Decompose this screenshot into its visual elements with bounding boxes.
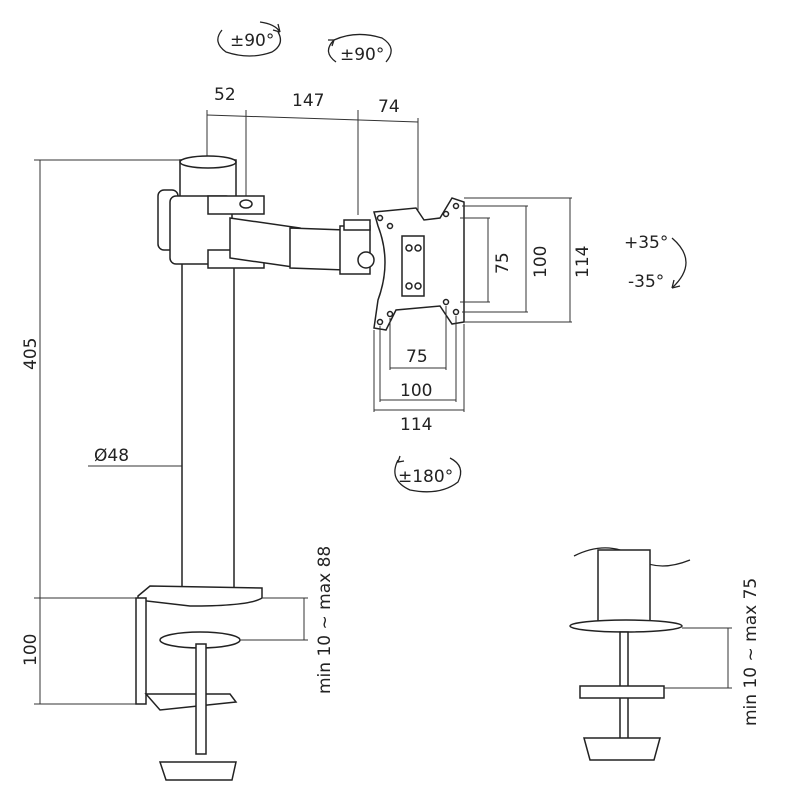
vesa-h-100: 100 — [400, 381, 432, 401]
rotate-arrow-top-left: ±90° — [217, 21, 282, 57]
grommet-range-label: min 10 ~ max 75 — [741, 578, 761, 726]
rotation-label: ±90° — [340, 45, 384, 65]
desk-clamp: min 10 ~ max 88 — [135, 546, 335, 781]
tilt-up-label: +35° — [624, 233, 668, 253]
vesa-h-75: 75 — [406, 347, 428, 367]
height-dimension: 405 100 Ø48 — [21, 159, 234, 705]
dimension-diameter: Ø48 — [94, 446, 129, 466]
dimension-100: 100 — [21, 634, 41, 666]
rotation-label: ±90° — [230, 31, 274, 51]
dimension-52: 52 — [214, 85, 236, 105]
dimension-147: 147 — [292, 91, 324, 111]
arm — [229, 217, 375, 275]
arm-dimensions: 52 147 74 — [206, 85, 419, 215]
dimension-405: 405 — [21, 338, 41, 370]
vesa-v-100: 100 — [531, 246, 551, 278]
dimension-74: 74 — [378, 97, 400, 117]
vesa-v-75: 75 — [493, 252, 513, 274]
grommet-mount: min 10 ~ max 75 — [569, 547, 761, 761]
vesa-v-114: 114 — [573, 246, 593, 278]
rotation-label: ±180° — [398, 467, 453, 487]
rotate-arrow-top-right: ±90° — [327, 33, 392, 65]
vesa-dimensions: 75 100 114 75 100 114 — [373, 197, 593, 435]
clamp-range-label: min 10 ~ max 88 — [315, 546, 335, 694]
vesa-plate — [373, 197, 465, 331]
tilt-down-label: -35° — [628, 272, 664, 292]
tilt-arrow: +35° -35° — [624, 233, 687, 292]
vesa-h-114: 114 — [400, 415, 432, 435]
rotate-arrow-bottom: ±180° — [394, 455, 462, 493]
